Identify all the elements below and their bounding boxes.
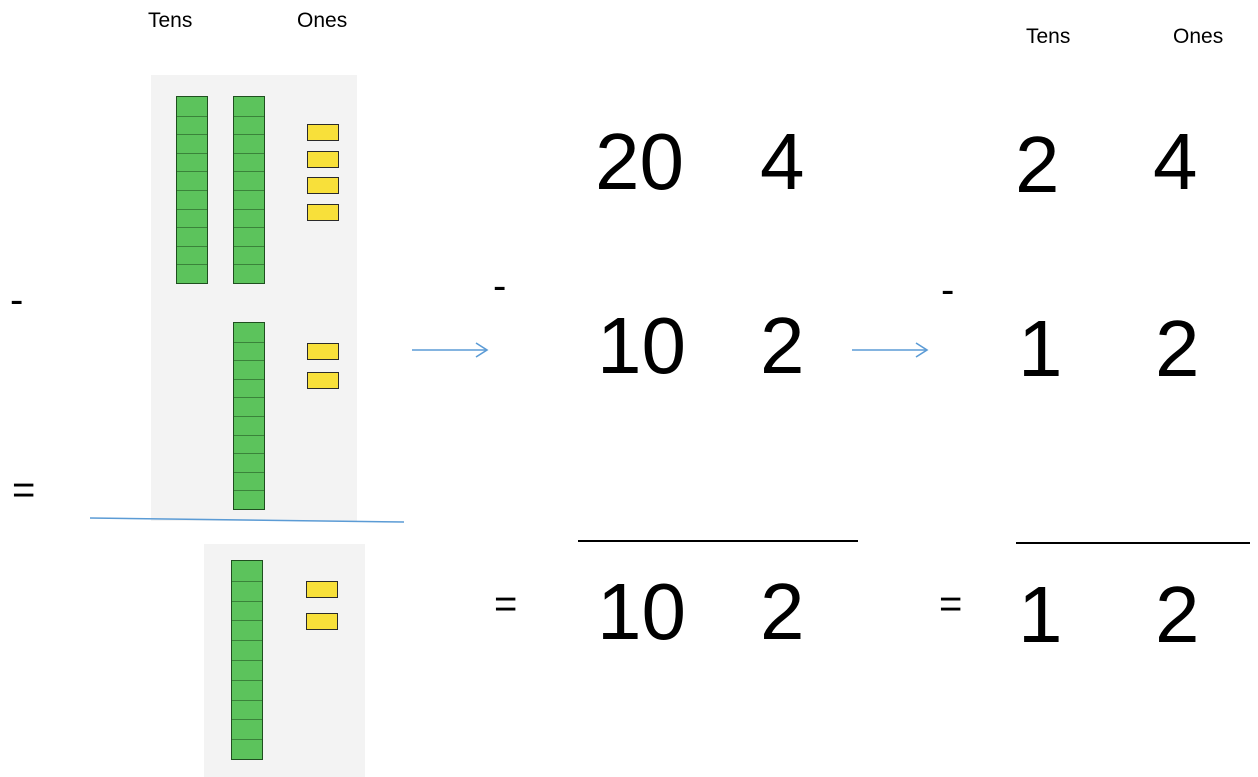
tens-rod <box>233 96 265 284</box>
right-arrow-icon <box>852 342 929 358</box>
blocks-tens-header: Tens <box>148 9 193 32</box>
rod-segment-line <box>234 116 264 117</box>
rod-segment-line <box>232 640 262 641</box>
rod-segment-line <box>177 227 207 228</box>
rod-segment-line <box>232 660 262 661</box>
rod-segment-line <box>177 190 207 191</box>
blocks-panel-result <box>204 544 365 777</box>
rod-segment-line <box>234 472 264 473</box>
rod-segment-line <box>234 360 264 361</box>
expanded-equals-sign: = <box>494 582 518 626</box>
place-row2-ones: 2 <box>1155 304 1200 393</box>
ones-cube <box>306 613 338 630</box>
expanded-result-tens: 10 <box>597 567 686 656</box>
rod-segment-line <box>232 581 262 582</box>
expanded-row2-tens: 10 <box>597 301 686 390</box>
expanded-row1-tens: 20 <box>595 117 684 206</box>
rod-segment-line <box>234 264 264 265</box>
ones-cube <box>307 372 339 389</box>
place-result-ones: 2 <box>1155 570 1200 659</box>
rod-segment-line <box>234 190 264 191</box>
expanded-row2-ones: 2 <box>760 301 805 390</box>
place-divider <box>1016 542 1250 544</box>
place-tens-header: Tens <box>1026 25 1071 48</box>
rod-segment-line <box>234 342 264 343</box>
rod-segment-line <box>234 397 264 398</box>
ones-cube <box>307 151 339 168</box>
rod-segment-line <box>234 209 264 210</box>
ones-cube <box>306 581 338 598</box>
rod-segment-line <box>232 680 262 681</box>
blocks-equals-sign: = <box>12 468 36 512</box>
place-equals-sign: = <box>939 582 963 626</box>
place-result-tens: 1 <box>1018 570 1063 659</box>
rod-segment-line <box>234 435 264 436</box>
rod-segment-line <box>177 264 207 265</box>
rod-segment-line <box>234 134 264 135</box>
rod-segment-line <box>234 416 264 417</box>
ones-cube <box>307 124 339 141</box>
rod-segment-line <box>232 700 262 701</box>
blocks-minus-sign: - <box>10 278 24 322</box>
blocks-ones-header: Ones <box>297 9 348 32</box>
place-row1-tens: 2 <box>1015 120 1060 209</box>
rod-segment-line <box>234 453 264 454</box>
rod-segment-line <box>234 379 264 380</box>
rod-segment-line <box>232 719 262 720</box>
ones-cube <box>307 204 339 221</box>
rod-segment-line <box>177 116 207 117</box>
rod-segment-line <box>234 227 264 228</box>
rod-segment-line <box>234 246 264 247</box>
rod-segment-line <box>234 171 264 172</box>
expanded-row1-ones: 4 <box>760 117 805 206</box>
place-row1-ones: 4 <box>1153 117 1198 206</box>
place-minus-sign: - <box>941 268 955 312</box>
expanded-result-ones: 2 <box>760 567 805 656</box>
tens-rod <box>231 560 263 760</box>
rod-segment-line <box>232 620 262 621</box>
rod-segment-line <box>234 153 264 154</box>
rod-segment-line <box>232 601 262 602</box>
rod-segment-line <box>234 490 264 491</box>
ones-cube <box>307 343 339 360</box>
rod-segment-line <box>177 171 207 172</box>
right-arrow-icon <box>412 342 489 358</box>
rod-segment-line <box>177 153 207 154</box>
place-ones-header: Ones <box>1173 25 1224 48</box>
tens-rod <box>176 96 208 284</box>
expanded-minus-sign: - <box>493 264 507 308</box>
rod-segment-line <box>177 246 207 247</box>
rod-segment-line <box>232 739 262 740</box>
rod-segment-line <box>177 134 207 135</box>
blocks-blue-rule <box>89 517 405 523</box>
ones-cube <box>307 177 339 194</box>
rod-segment-line <box>177 209 207 210</box>
place-row2-tens: 1 <box>1018 304 1063 393</box>
tens-rod <box>233 322 265 510</box>
expanded-divider <box>578 540 858 542</box>
